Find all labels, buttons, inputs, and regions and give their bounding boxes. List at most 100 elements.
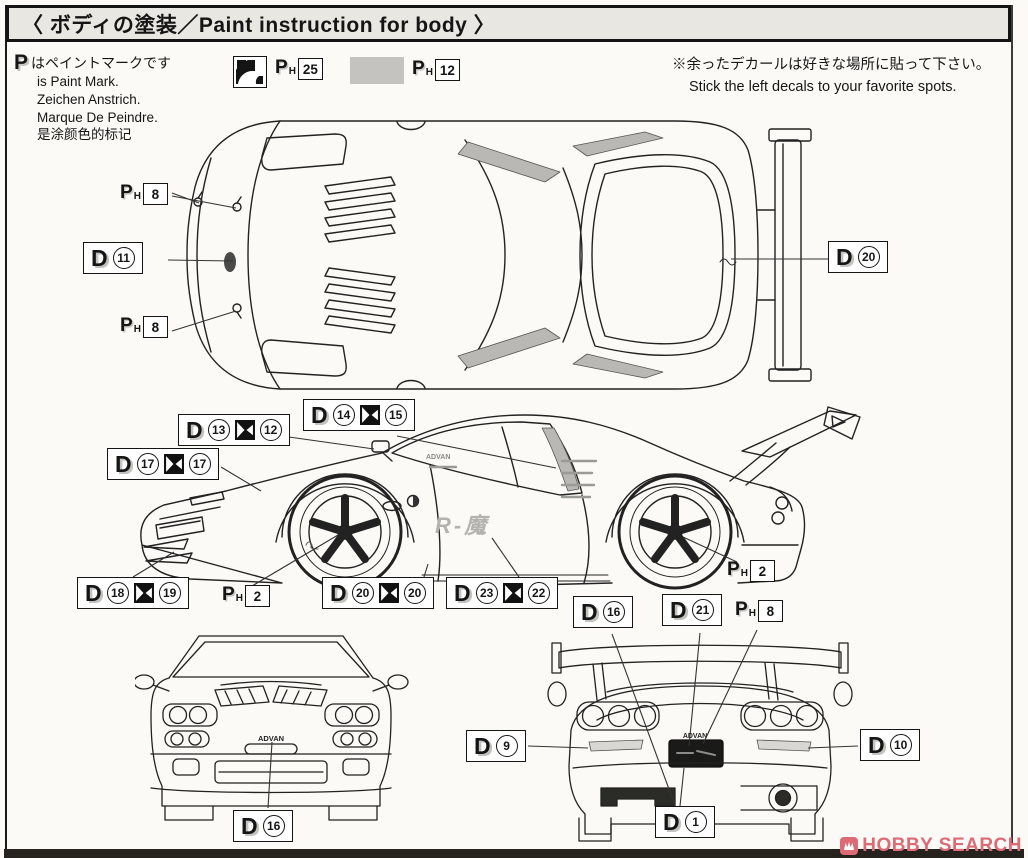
rear-wheel: [617, 474, 733, 590]
headlight-cover: [261, 339, 347, 377]
page-frame-left: [5, 5, 7, 850]
mirror-decal-icon: [133, 583, 154, 603]
decal-mark: D: [115, 450, 132, 477]
quarter-glass-hatch: [541, 427, 580, 492]
mirror-decal-icon: [359, 405, 380, 425]
callout-d23-22: D 23 22: [446, 577, 558, 609]
callout-d11: D 11: [83, 242, 143, 274]
decal-note-ja: ※余ったデカールは好きな場所に貼って下さい。: [672, 57, 991, 73]
decal-mark: D: [330, 579, 347, 606]
callout-ph8-hood-front: P H 8: [120, 316, 168, 338]
swatch-pattern-number: 25: [297, 58, 323, 80]
top-body-outline: [186, 120, 759, 390]
headlight-cover: [261, 133, 347, 171]
rear-wing-side: [729, 406, 861, 486]
decal-mark: D: [474, 732, 491, 759]
paint-note-en: is Paint Mark.: [37, 73, 119, 89]
decal-mark: D: [186, 416, 203, 443]
rear-wing-top: [757, 128, 812, 382]
callout-d20-20: D 20 20: [322, 577, 434, 609]
rear-wing: [551, 642, 849, 701]
r-magic-door-decal: R-魔: [435, 513, 490, 538]
hobby-search-logo-icon: [840, 837, 859, 855]
car-top-view-drawing: [186, 120, 812, 390]
paint-mark-note: P はペイントマークです is Paint Mark. Zeichen Anst…: [14, 51, 234, 144]
paint-mark-symbol: P: [14, 51, 29, 74]
callout-ph2-rear-wheel: P H 2: [727, 560, 775, 582]
hood-vents: [214, 685, 328, 707]
callout-d21-rear: D 21: [662, 594, 722, 626]
door-mirror: [387, 674, 409, 690]
ph-symbol: P: [275, 57, 288, 78]
door-mirror: [547, 681, 567, 707]
side-glass: [391, 421, 583, 496]
callout-d9: D 9: [466, 730, 526, 762]
decal-mark: D: [581, 598, 598, 625]
decal-mark: D: [311, 401, 328, 428]
fog-lights: [164, 730, 378, 748]
decal-note: ※余ったデカールは好きな場所に貼って下さい。 Stick the left de…: [672, 55, 1007, 99]
gray-swatch-chip: [350, 57, 404, 84]
callout-d10: D 10: [860, 729, 920, 761]
callout-ph2-front-wheel: P H 2: [222, 585, 270, 607]
headlights: [162, 703, 380, 727]
hood-vent: [324, 176, 396, 243]
decal-mark: D: [836, 243, 853, 270]
ph-symbol: P: [412, 58, 425, 79]
decal-mark: D: [663, 808, 680, 835]
mirror-decal-icon: [502, 583, 523, 603]
page-frame-right: [1011, 5, 1013, 843]
decal-mark: D: [91, 244, 108, 271]
paint-note-fr: Marque De Peindre.: [37, 109, 158, 125]
front-canard: [143, 538, 193, 564]
decal-mark: D: [241, 812, 258, 839]
a-pillar-hatch: [457, 327, 561, 369]
paint-note-ja: はペイントマークです: [31, 55, 172, 71]
page-title-text: 〈 ボディの塗装／Paint instruction for body 〉: [22, 13, 496, 37]
a-pillar-hatch: [457, 141, 561, 183]
mirror-decal-icon: [234, 420, 255, 440]
rear-glass: [579, 154, 736, 356]
decal-note-en: Stick the left decals to your favorite s…: [689, 78, 957, 95]
advan-front-decal: ADVAN: [258, 734, 284, 743]
scan-edge-strip: [4, 849, 1024, 858]
bumper-cutout: [600, 787, 676, 807]
hood-vent: [324, 267, 396, 334]
door-mirror: [135, 674, 155, 690]
callout-d17-17: D 17 17: [107, 448, 219, 480]
advan-fender-decal: ADVAN: [426, 454, 450, 461]
advan-rear-decal: ADVAN: [683, 733, 707, 740]
turn-signal: [756, 739, 812, 752]
callout-ph8-rear: P H 8: [735, 600, 783, 622]
quarter-hatch: [572, 131, 664, 157]
decal-mark: D: [670, 596, 687, 623]
mirror-decal-icon: [378, 583, 399, 603]
hobby-search-text: HOBBY SEARCH: [862, 835, 1022, 856]
pattern-swatch-icon: [233, 56, 267, 88]
callout-d20-roof: D 20: [828, 241, 888, 273]
paint-note-zh: 是涂颜色的标记: [37, 127, 132, 143]
callout-d14-15: D 14 15: [303, 399, 415, 431]
paint-swatch-ph12: P H 12: [350, 57, 460, 84]
callout-d1: D 1: [655, 806, 715, 838]
callout-d16-rear: D 16: [573, 596, 633, 628]
callout-d13-12: D 13 12: [178, 414, 290, 446]
hood-emblem: [224, 252, 236, 272]
car-rear-view-drawing: ADVAN ADVAN: [547, 642, 853, 842]
page-title: 〈 ボディの塗装／Paint instruction for body 〉: [6, 5, 1011, 42]
quarter-hatch: [572, 353, 664, 379]
decal-mark: D: [85, 579, 102, 606]
mirror-decal-icon: [163, 454, 184, 474]
hobby-search-watermark: HOBBY SEARCH: [840, 835, 1022, 857]
swatch-gray-number: 12: [434, 59, 460, 81]
paint-note-de: Zeichen Anstrich.: [37, 91, 141, 107]
callout-ph8-hood-top: P H 8: [120, 183, 168, 205]
decal-mark: D: [868, 731, 885, 758]
paint-swatch-ph25: P H 25: [233, 56, 323, 88]
decal-mark: D: [454, 579, 471, 606]
taillights: [576, 701, 824, 731]
door-mirror: [833, 681, 853, 707]
car-front-view-drawing: ADVAN: [135, 635, 409, 821]
callout-d16-front: D 16: [233, 810, 293, 842]
